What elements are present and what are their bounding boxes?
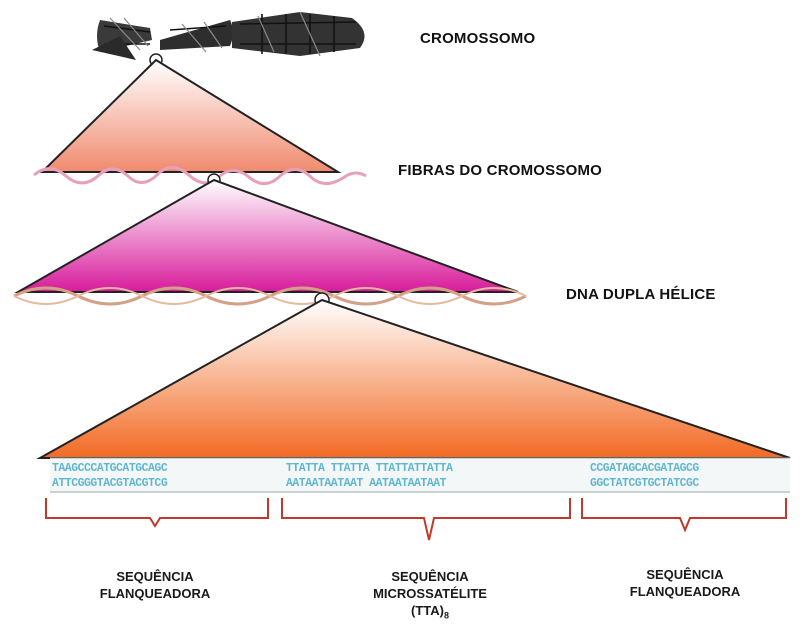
sequence-top-left-flank: TAAGCCCATGCATGCAGC bbox=[52, 462, 167, 475]
caption-left-line2: FLANQUEADORA bbox=[70, 585, 240, 602]
zoom-triangle-chromosome bbox=[42, 60, 338, 172]
sequence-bottom-right-flank: GGCTATCGTGCTATCGC bbox=[590, 477, 699, 490]
sequence-bottom-repeat: AATAATAATAAT AATAATAATAAT bbox=[286, 477, 446, 490]
caption-right-line2: FLANQUEADORA bbox=[600, 583, 770, 600]
label-dna-helix: DNA DUPLA HÉLICE bbox=[566, 286, 716, 303]
label-chromosome-fibers: FIBRAS DO CROMOSSOMO bbox=[398, 162, 602, 179]
caption-middle-subscript: 8 bbox=[444, 611, 449, 621]
caption-right-flank: SEQUÊNCIA FLANQUEADORA bbox=[600, 566, 770, 600]
caption-middle-formula: (TTA) bbox=[411, 603, 444, 618]
caption-left-line1: SEQUÊNCIA bbox=[70, 568, 240, 585]
caption-middle-line1: SEQUÊNCIA bbox=[340, 568, 520, 585]
caption-middle-line3: (TTA)8 bbox=[340, 602, 520, 625]
sequence-top-right-flank: CCGATAGCACGATAGCG bbox=[590, 462, 699, 475]
caption-microsatellite: SEQUÊNCIA MICROSSATÉLITE (TTA)8 bbox=[340, 568, 520, 625]
zoom-triangle-helix bbox=[40, 300, 790, 458]
bracket-left-flank bbox=[46, 498, 268, 526]
caption-right-line1: SEQUÊNCIA bbox=[600, 566, 770, 583]
bracket-microsatellite bbox=[282, 498, 570, 540]
caption-middle-line2: MICROSSATÉLITE bbox=[340, 585, 520, 602]
label-chromosome: CROMOSSOMO bbox=[420, 30, 535, 47]
sequence-bottom-left-flank: ATTCGGGTACGTACGTCG bbox=[52, 477, 167, 490]
zoom-triangle-fiber bbox=[18, 180, 518, 292]
chromosome-illustration bbox=[92, 12, 365, 66]
sequence-top-repeat: TTATTA TTATTA TTATTATTATTA bbox=[286, 462, 452, 475]
bracket-right-flank bbox=[582, 498, 786, 530]
caption-left-flank: SEQUÊNCIA FLANQUEADORA bbox=[70, 568, 240, 602]
